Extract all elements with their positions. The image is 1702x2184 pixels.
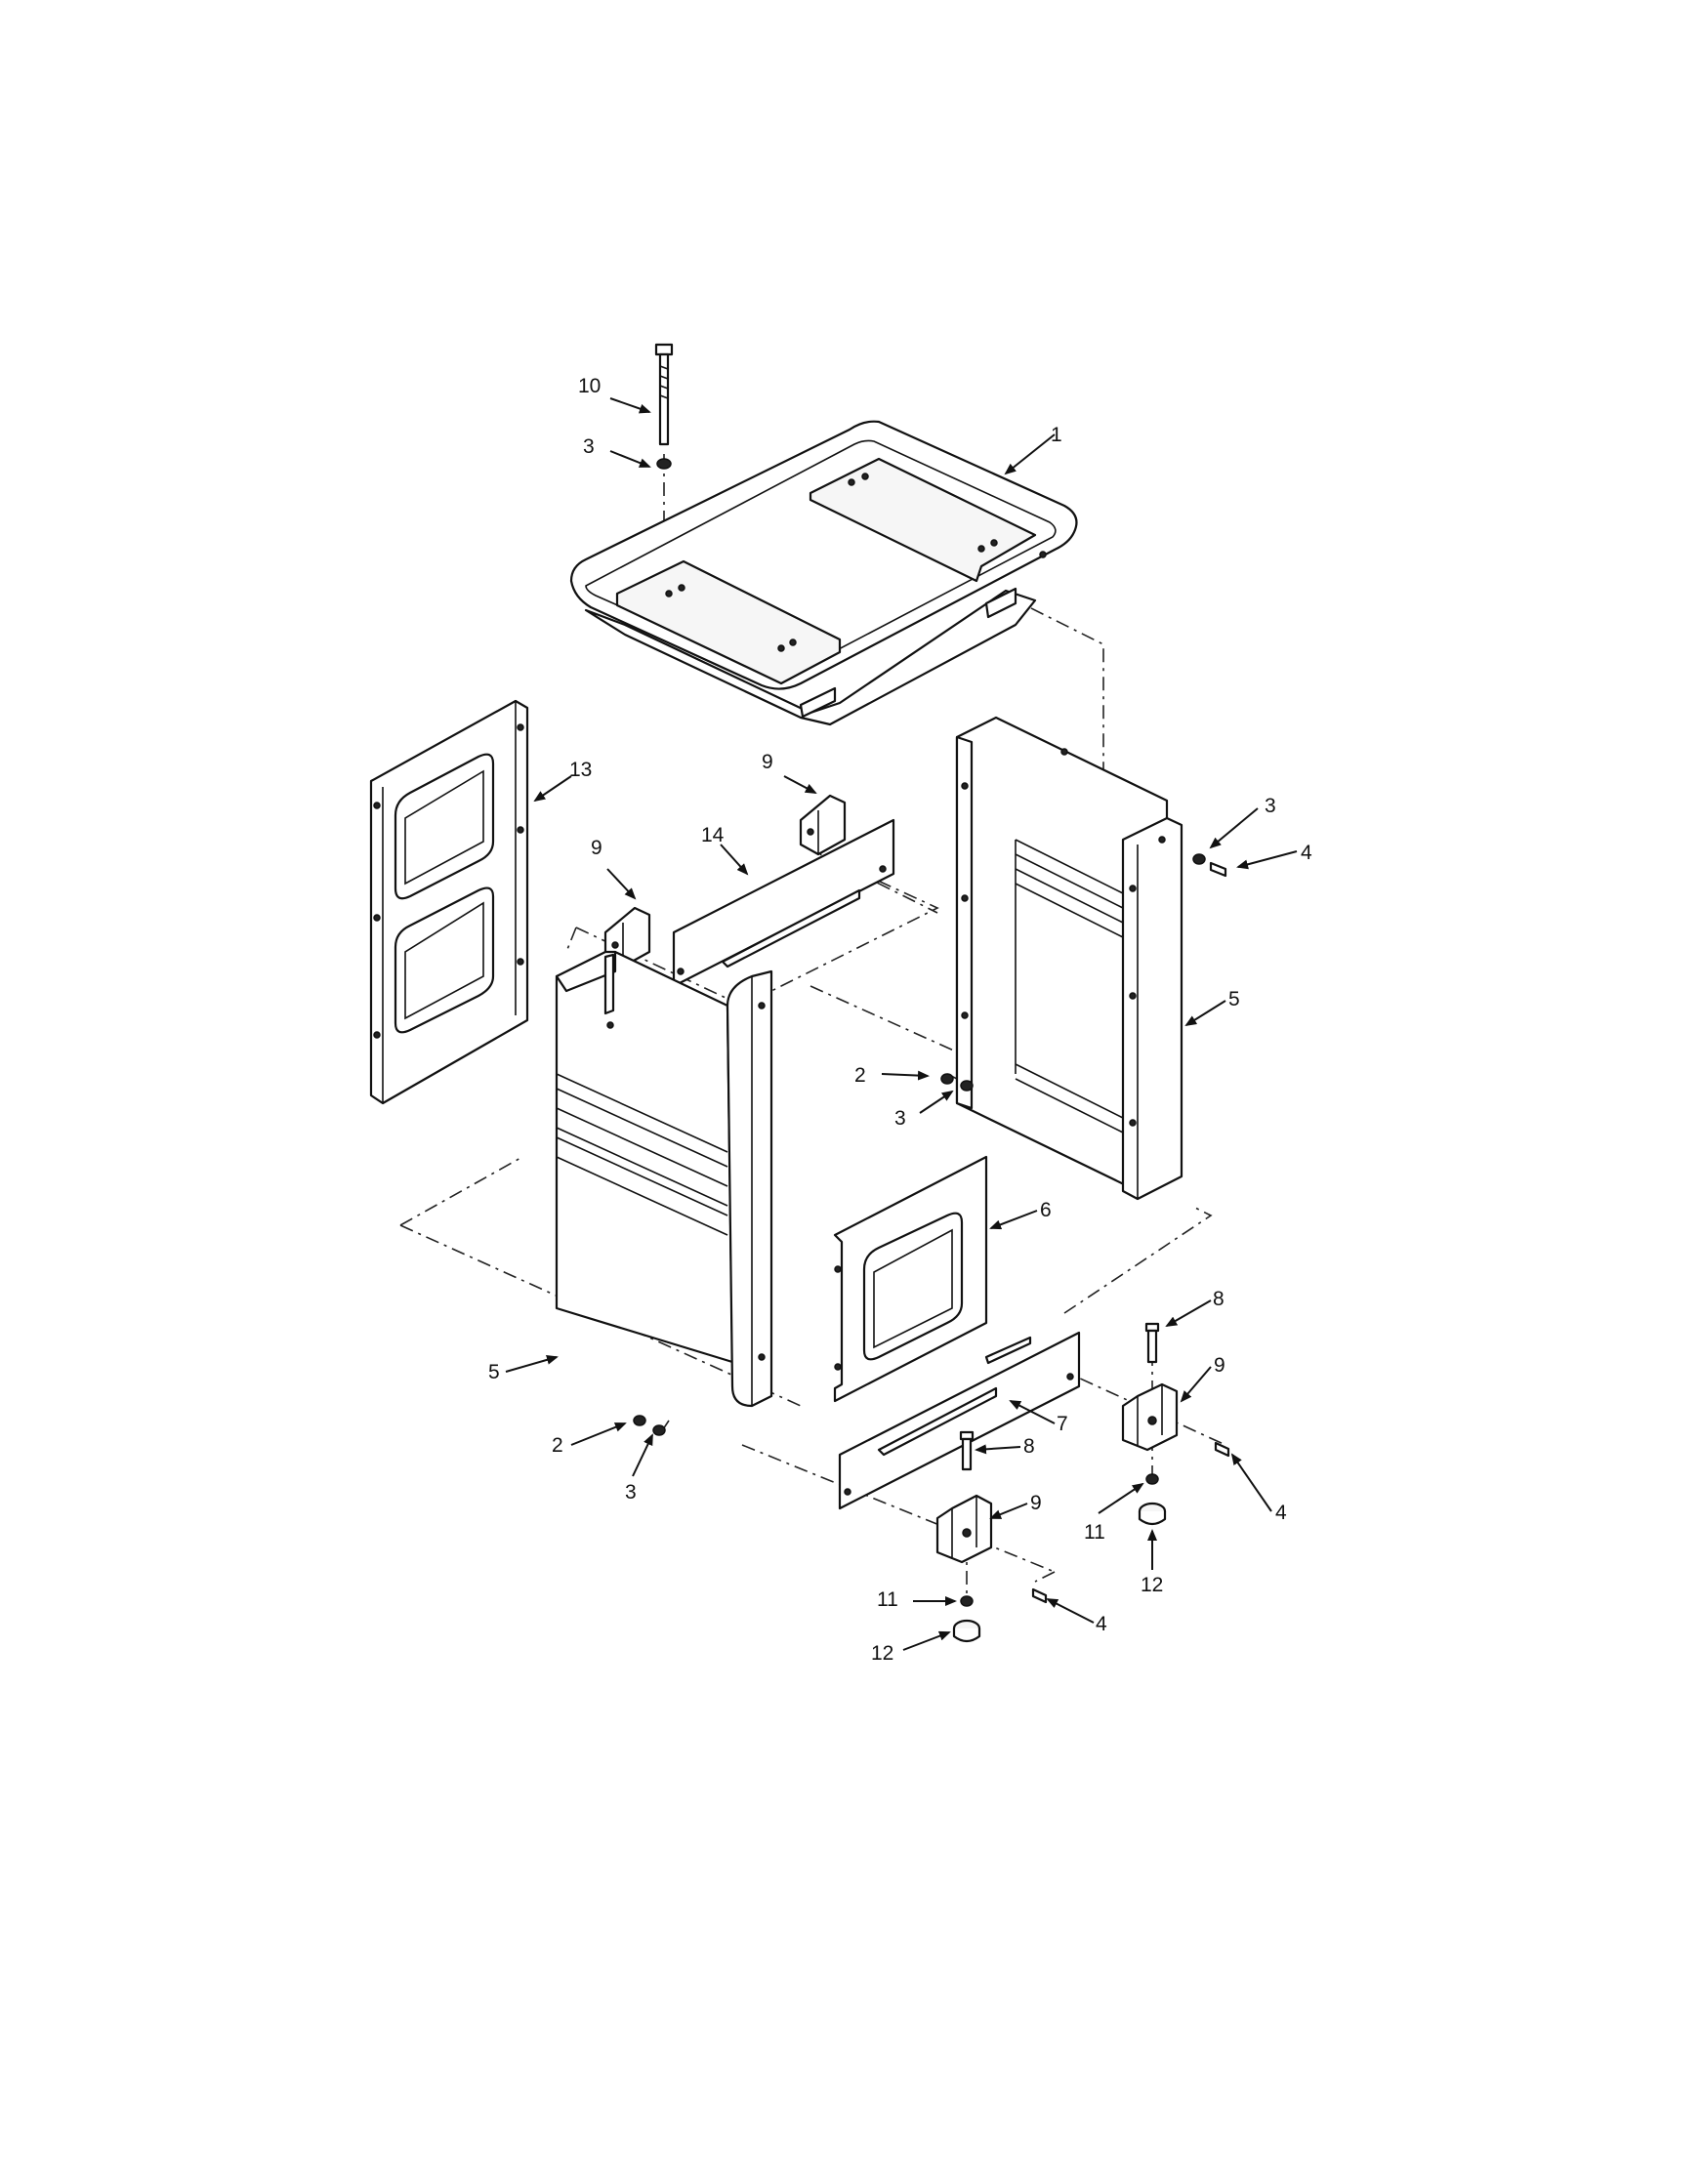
callout-12: 12 [871, 1642, 893, 1665]
callout-3: 3 [625, 1481, 637, 1504]
callout-labels: 1 2 2 3 3 3 3 4 4 4 5 5 6 7 8 8 9 9 9 9 … [488, 375, 1312, 1665]
left-side-panel [369, 699, 529, 1105]
callout-2: 2 [552, 1434, 563, 1457]
corner-bracket-upper-right [799, 794, 847, 856]
right-rear-panel [955, 716, 1183, 1201]
left-fasteners [633, 1415, 666, 1436]
callout-11: 11 [1084, 1521, 1105, 1544]
callout-5: 5 [1228, 988, 1240, 1010]
callout-11: 11 [877, 1588, 898, 1611]
callout-8: 8 [1023, 1435, 1035, 1458]
right-foot-assembly [1121, 1322, 1230, 1526]
callout-5: 5 [488, 1361, 500, 1383]
callout-6: 6 [1040, 1199, 1052, 1221]
callout-4: 4 [1301, 842, 1312, 864]
callout-7: 7 [1057, 1413, 1068, 1435]
callout-4: 4 [1096, 1613, 1107, 1635]
lower-window-panel [833, 1155, 988, 1403]
top-cover [569, 420, 1078, 726]
callout-13: 13 [569, 759, 592, 781]
callout-9: 9 [591, 837, 602, 859]
callout-4: 4 [1275, 1502, 1287, 1524]
callout-leaders [505, 397, 1298, 1651]
right-side-fasteners [1192, 853, 1227, 878]
rear-upper-bracket [672, 818, 895, 988]
callout-3: 3 [894, 1107, 906, 1130]
lower-front-bracket [838, 1331, 1081, 1510]
callout-3: 3 [1265, 795, 1276, 817]
callout-8: 8 [1213, 1288, 1225, 1310]
callout-12: 12 [1141, 1574, 1163, 1596]
callout-9: 9 [762, 751, 773, 773]
callout-1: 1 [1051, 424, 1062, 446]
center-foot-assembly [935, 1430, 1048, 1643]
mid-fasteners [940, 1073, 974, 1092]
callout-9: 9 [1214, 1354, 1225, 1377]
callout-3: 3 [583, 435, 595, 458]
top-bolt-hardware [654, 343, 674, 470]
callout-9: 9 [1030, 1492, 1042, 1514]
callout-2: 2 [854, 1064, 866, 1087]
left-front-panel [555, 950, 773, 1408]
callout-10: 10 [578, 375, 601, 397]
callout-14: 14 [701, 824, 725, 846]
